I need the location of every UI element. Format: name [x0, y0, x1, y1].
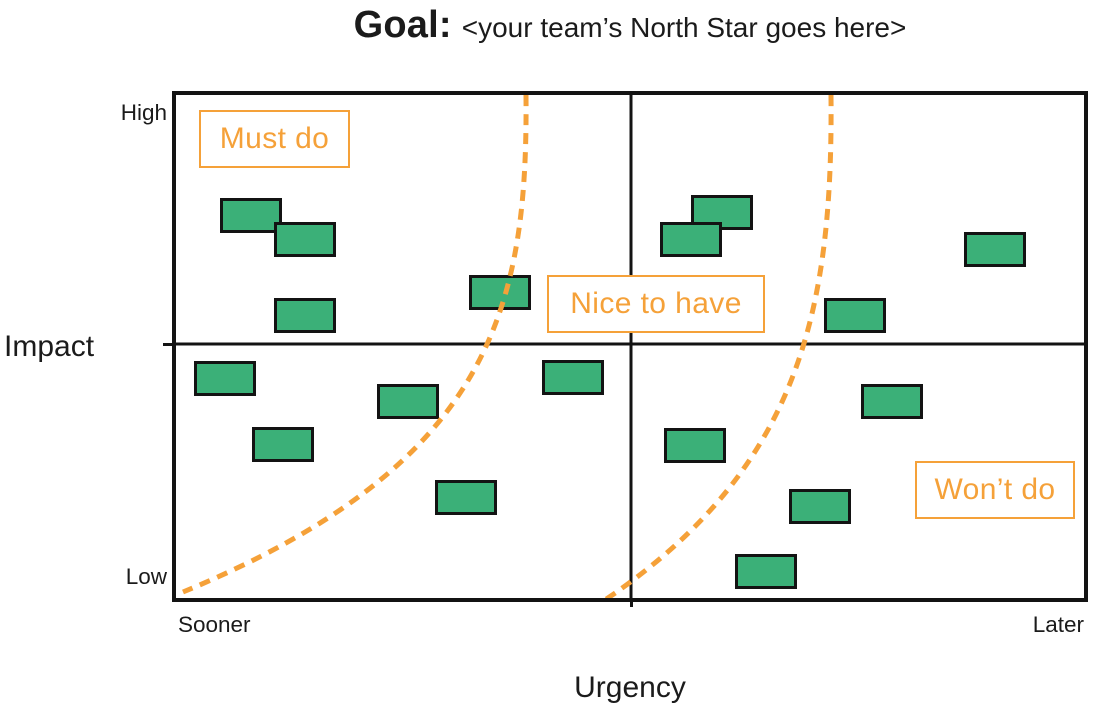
sticky-note[interactable] — [861, 384, 923, 419]
y-axis-title: Impact — [4, 330, 95, 363]
sticky-note[interactable] — [660, 222, 722, 257]
sticky-note[interactable] — [789, 489, 851, 524]
quadrant-divider-lines — [176, 95, 1084, 598]
sticky-note[interactable] — [542, 360, 604, 395]
page-title: Goal: <your team’s North Star goes here> — [172, 4, 1088, 47]
sticky-note[interactable] — [194, 361, 256, 396]
urgency-mid-tick — [630, 598, 633, 607]
sticky-note[interactable] — [824, 298, 886, 333]
goal-label: Goal: — [353, 4, 452, 46]
quadrant-label-wont-do: Won’t do — [915, 461, 1075, 519]
x-axis-sooner-label: Sooner — [178, 612, 251, 637]
x-axis-title: Urgency — [574, 671, 686, 704]
sticky-note[interactable] — [964, 232, 1026, 267]
y-axis-high-label: High — [120, 100, 167, 125]
x-axis-later-label: Later — [1032, 612, 1084, 637]
sticky-note[interactable] — [220, 198, 282, 233]
quadrant-label-must-do: Must do — [199, 110, 350, 168]
sticky-note[interactable] — [664, 428, 726, 463]
goal-placeholder-text: <your team’s North Star goes here> — [461, 12, 907, 43]
sticky-note[interactable] — [469, 275, 531, 310]
sticky-note[interactable] — [377, 384, 439, 419]
sticky-note[interactable] — [252, 427, 314, 462]
y-axis-low-label: Low — [125, 564, 167, 589]
sticky-note[interactable] — [274, 222, 336, 257]
quadrant-label-nice-to-have: Nice to have — [547, 275, 765, 333]
sticky-note[interactable] — [274, 298, 336, 333]
sticky-note[interactable] — [435, 480, 497, 515]
impact-mid-tick — [163, 343, 176, 346]
sticky-note[interactable] — [735, 554, 797, 589]
